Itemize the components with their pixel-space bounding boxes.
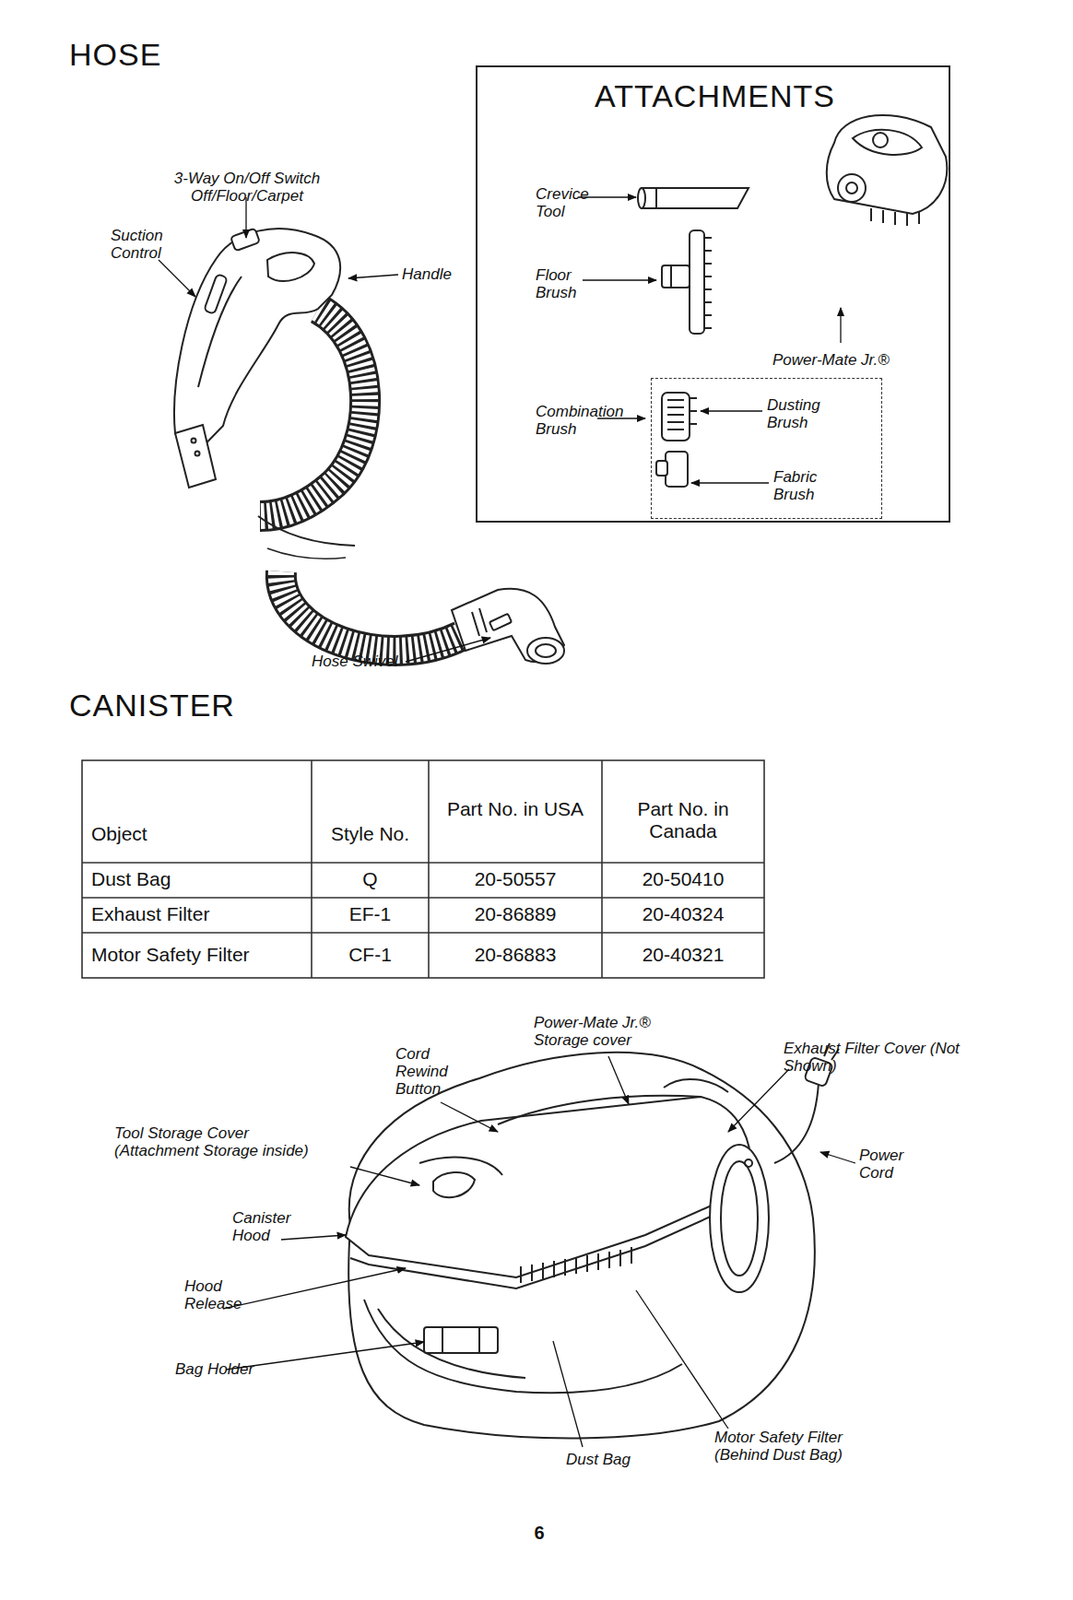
table-cell: Exhaust Filter (91, 903, 304, 926)
table-cell: 20-86883 (428, 943, 602, 967)
attachment-drawings (637, 115, 947, 487)
callout-label: Fabric Brush (773, 468, 861, 504)
table-cell: Style No. (311, 823, 429, 846)
hose-drawing (174, 228, 565, 664)
canister-drawing (345, 1043, 839, 1439)
callout-label: Handle (401, 265, 476, 283)
box-heading: ATTACHMENTS (477, 78, 953, 114)
callout-label: Exhaust Filter Cover (Not Shown) (783, 1039, 964, 1075)
table-cell: 20-40324 (601, 903, 765, 926)
callout-label: Power-Mate Jr.® (772, 351, 930, 369)
table-cell: Part No. in USA (428, 798, 602, 821)
table-grid (82, 760, 765, 979)
callout-label: Cord Rewind Button (395, 1045, 462, 1098)
page-number: 6 (525, 1522, 554, 1544)
callout-label: Combination Brush (535, 402, 642, 438)
callout-label: Dust Bag (565, 1450, 668, 1469)
table-cell: Motor Safety Filter (91, 943, 304, 967)
table-cell: Dust Bag (91, 868, 304, 891)
callout-label: Suction Control (110, 226, 183, 262)
callout-label: Tool Storage Cover (Attachment Storage i… (114, 1124, 325, 1160)
attachments-box: ATTACHMENTS Crevice ToolFloor BrushPower-… (475, 65, 951, 523)
callout-label: Motor Safety Filter (Behind Dust Bag) (714, 1428, 876, 1464)
callout-label: Crevice Tool (535, 185, 601, 221)
brush-group-box: Dusting BrushFabric Brush (650, 377, 883, 519)
callout-label: Power-Mate Jr.® Storage cover (533, 1014, 668, 1050)
callout-label: Bag Holder (175, 1360, 277, 1379)
callout-label: Power Cord (859, 1146, 915, 1182)
callout-label: 3-Way On/Off Switch Off/Floor/Carpet (164, 169, 331, 205)
table-cell: 20-86889 (428, 903, 602, 926)
callout-label: Hose Swivel (311, 652, 423, 671)
section-heading: CANISTER (69, 687, 309, 723)
leader-lines (158, 197, 856, 1448)
table-cell: Part No. in Canada (601, 798, 765, 842)
table-cell: Object (91, 823, 276, 846)
table-cell: 20-50410 (601, 868, 765, 891)
table-cell: 20-40321 (601, 943, 765, 967)
table-cell: 20-50557 (428, 868, 602, 891)
callout-label: Floor Brush (535, 266, 597, 302)
callout-label: Canister Hood (232, 1209, 305, 1245)
section-heading: HOSE (69, 36, 217, 72)
callout-label: Hood Release (184, 1277, 253, 1313)
table-cell: EF-1 (311, 903, 429, 926)
table-cell: Q (311, 868, 429, 891)
callout-label: Dusting Brush (766, 396, 855, 432)
table-cell: CF-1 (311, 943, 429, 967)
